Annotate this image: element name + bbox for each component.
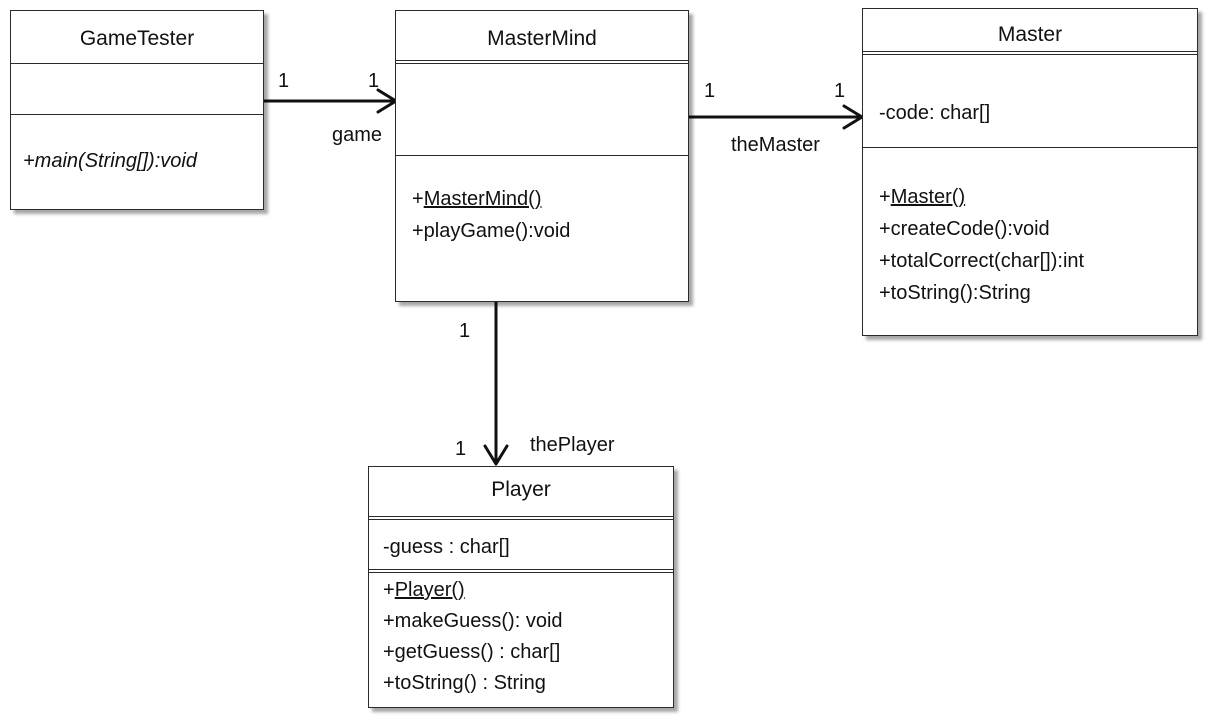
- operation: +toString() : String: [383, 672, 546, 694]
- role-label: thePlayer: [530, 434, 615, 456]
- operations: +Master() +createCode():void +totalCorre…: [863, 181, 1197, 309]
- operations: +Player() +makeGuess(): void +getGuess()…: [369, 575, 673, 699]
- operation: +getGuess() : char[]: [383, 641, 561, 663]
- multiplicity-label: 1: [834, 80, 846, 102]
- class-name: Master: [997, 23, 1063, 46]
- multiplicity-label: 1: [278, 70, 290, 92]
- arrowhead-player: [483, 444, 509, 466]
- operation-constructor: +MasterMind(): [412, 188, 542, 210]
- class-gametester: GameTester +main(String[]):void: [10, 10, 264, 210]
- class-mastermind: MasterMind +MasterMind() +playGame():voi…: [395, 10, 689, 302]
- role-label: theMaster: [731, 134, 820, 156]
- operation: +makeGuess(): void: [383, 610, 563, 632]
- multiplicity-label: 1: [459, 320, 471, 342]
- multiplicity-label: 1: [455, 438, 467, 460]
- class-player: Player -guess : char[] +Player() +makeGu…: [368, 466, 674, 708]
- operation: +main(String[]):void: [23, 150, 197, 172]
- class-name: MasterMind: [487, 27, 597, 50]
- class-master: Master -code: char[] +Master() +createCo…: [862, 8, 1198, 336]
- class-name: Player: [491, 478, 551, 501]
- attribute: -code: char[]: [879, 102, 991, 124]
- operation-constructor: +Player(): [383, 579, 465, 601]
- operation: +totalCorrect(char[]):int: [879, 250, 1085, 272]
- multiplicity-label: 1: [704, 80, 716, 102]
- operations: +MasterMind() +playGame():void: [396, 183, 688, 247]
- operation: +playGame():void: [412, 220, 571, 242]
- class-name: GameTester: [79, 27, 195, 50]
- operation: +toString():String: [879, 282, 1031, 304]
- attribute: -guess : char[]: [383, 536, 510, 558]
- multiplicity-label: 1: [368, 70, 380, 92]
- operation-constructor: +Master(): [879, 186, 966, 208]
- role-label: game: [332, 124, 383, 146]
- operation: +createCode():void: [879, 218, 1050, 240]
